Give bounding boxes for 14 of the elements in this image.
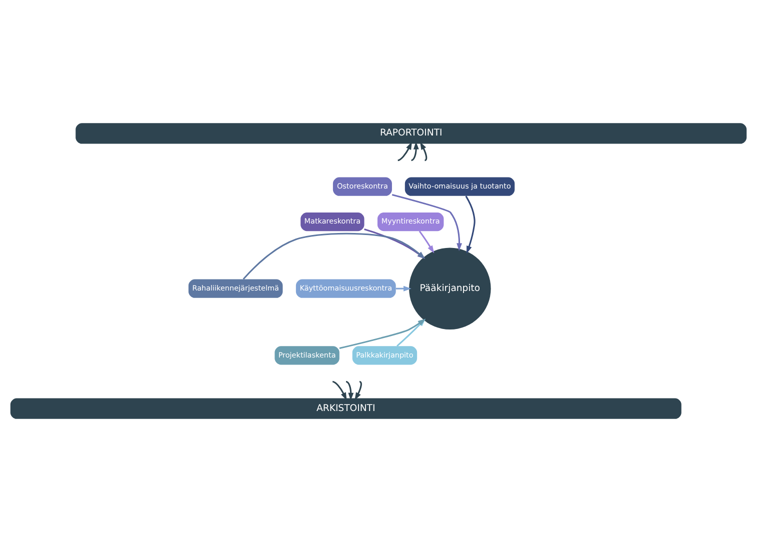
node-circle: Pääkirjanpito (409, 247, 491, 329)
arrow (332, 380, 347, 400)
arrow (398, 141, 412, 161)
arrow (242, 232, 426, 280)
arrow (411, 141, 419, 161)
arrow (364, 228, 426, 258)
arrow (354, 380, 362, 400)
arrow (392, 194, 462, 250)
arrow (346, 380, 354, 400)
node-box: RAPORTOINTI (76, 122, 747, 144)
arrow (418, 230, 434, 253)
arrow (465, 195, 476, 254)
arrow (420, 141, 428, 161)
node-box: ARKISTOINTI (10, 398, 682, 418)
